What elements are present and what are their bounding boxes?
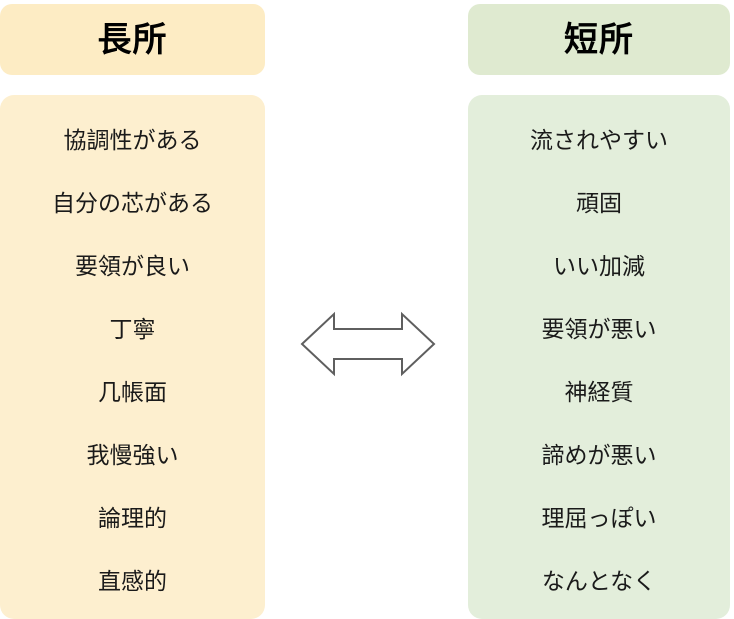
column-header-strengths: 長所 <box>0 4 265 75</box>
list-item: 神経質 <box>564 379 634 405</box>
list-item: 論理的 <box>98 505 167 531</box>
list-item: 我慢強い <box>86 442 179 468</box>
list-item: 理屈っぽい <box>541 505 657 531</box>
column-body-weaknesses: 流されやすい 頑固 いい加減 要領が悪い 神経質 諦めが悪い 理屈っぽい なんと… <box>468 95 730 619</box>
list-item: 頑固 <box>576 190 622 216</box>
list-item: なんとなく <box>541 568 657 594</box>
list-item: 几帳面 <box>98 379 167 405</box>
column-body-strengths: 協調性がある 自分の芯がある 要領が良い 丁寧 几帳面 我慢強い 論理的 直感的 <box>0 95 265 619</box>
list-item: 自分の芯がある <box>52 190 213 216</box>
list-item: 要領が良い <box>75 253 190 279</box>
list-item: 要領が悪い <box>541 316 657 342</box>
trait-list-strengths: 協調性がある 自分の芯がある 要領が良い 丁寧 几帳面 我慢強い 論理的 直感的 <box>0 109 265 613</box>
column-weaknesses: 短所 流されやすい 頑固 いい加減 要領が悪い 神経質 諦めが悪い 理屈っぽい … <box>468 0 730 619</box>
trait-list-weaknesses: 流されやすい 頑固 いい加減 要領が悪い 神経質 諦めが悪い 理屈っぽい なんと… <box>468 109 730 613</box>
list-item: 流されやすい <box>530 127 668 153</box>
column-title-strengths: 長所 <box>97 20 168 59</box>
column-strengths: 長所 協調性がある 自分の芯がある 要領が良い 丁寧 几帳面 我慢強い 論理的 … <box>0 0 265 619</box>
list-item: 諦めが悪い <box>541 442 657 468</box>
list-item: 協調性がある <box>63 127 202 153</box>
list-item: いい加減 <box>553 253 645 279</box>
list-item: 直感的 <box>98 568 167 594</box>
column-header-weaknesses: 短所 <box>468 4 730 75</box>
column-title-weaknesses: 短所 <box>564 20 634 59</box>
list-item: 丁寧 <box>109 316 156 342</box>
double-arrow-horizontal-icon <box>300 308 436 380</box>
